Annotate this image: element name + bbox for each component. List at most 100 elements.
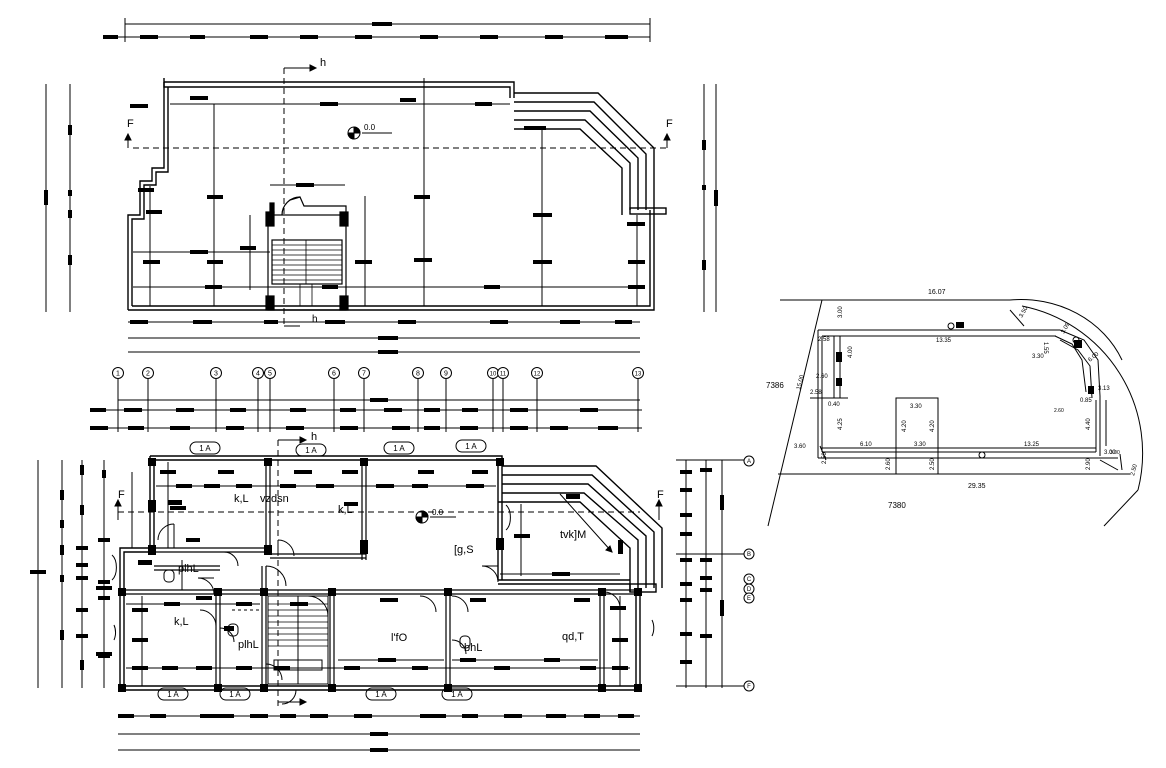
site-dim-350: 3.50: [1019, 305, 1030, 319]
top-level-marker-icon: [347, 126, 392, 140]
axis-label-c: C: [747, 577, 752, 583]
site-dim-440: 4.40: [1086, 418, 1092, 430]
axis-label-9: 9: [444, 371, 448, 378]
window-tag-6: 1 A: [229, 690, 241, 699]
grid-axis-letters: [743, 455, 755, 692]
ground-plan-stair: [265, 565, 329, 705]
top-plan-interior-dims: [130, 78, 645, 306]
room-label-2: vzdsn: [260, 493, 289, 505]
window-tag-3: 1 A: [393, 444, 405, 453]
top-cut-left-label: F: [127, 118, 134, 130]
axis-label-6: 6: [332, 371, 336, 378]
ground-cut-left-label: F: [118, 489, 125, 501]
site-dim-330c: 3.30: [914, 442, 926, 448]
window-tag-1: 1 A: [199, 444, 211, 453]
site-dim-bottom: 29.35: [968, 483, 986, 490]
window-tag-4: 1 A: [465, 442, 477, 451]
top-section-mark-bottom-label: h: [312, 314, 318, 325]
grid-axis-letter-labels: A B C D E F: [747, 459, 752, 690]
site-dim-155: 1.55: [1042, 342, 1048, 354]
room-label-5: tvk]M: [560, 529, 586, 541]
axis-label-2: 2: [146, 371, 150, 378]
site-dim-400: 4.00: [848, 346, 854, 358]
site-dim-1335: 13.35: [936, 338, 952, 344]
room-label-11: qd,T: [562, 631, 584, 643]
site-dim-420b: 4.20: [930, 420, 936, 432]
axis-label-11: 11: [500, 372, 507, 378]
axis-label-4: 4: [256, 371, 260, 378]
axis-label-3: 3: [214, 371, 218, 378]
top-plan-dimension-top: [103, 18, 651, 42]
grid-axis-row: [90, 367, 644, 432]
axis-label-5: 5: [268, 371, 272, 378]
room-label-4: [g,S: [454, 544, 474, 556]
site-dim-610: 6.10: [860, 442, 872, 448]
ground-section-mark-label: h: [311, 431, 317, 443]
ground-plan-fixtures: [163, 493, 613, 649]
ground-plan-interior-walls: [124, 460, 640, 686]
ground-window-tags: [157, 439, 487, 701]
top-plan-walls: [127, 78, 667, 311]
ground-plan-dimension-bottom: [118, 714, 640, 752]
top-plan-dimension-bottom: [128, 320, 640, 354]
site-dim-300c: 3.00: [1110, 450, 1120, 456]
site-bottom-label: 7380: [888, 501, 906, 510]
site-dim-290: 2.90: [1086, 458, 1092, 470]
room-label-1: k,L: [234, 493, 249, 505]
axis-label-13: 13: [635, 372, 642, 378]
ground-floor-plan: [30, 436, 755, 752]
site-dim-1325: 13.25: [1024, 442, 1040, 448]
site-dim-258: 2.58: [818, 337, 830, 343]
ground-cut-right-label: F: [657, 489, 664, 501]
axis-label-7: 7: [362, 371, 366, 378]
site-dim-040: 0.40: [828, 402, 840, 408]
site-dim-330a: 3.30: [1032, 354, 1044, 360]
axis-label-d: D: [747, 587, 752, 593]
site-dim-250a: 2.50: [822, 452, 828, 464]
site-dim-309: 3.09: [1061, 321, 1072, 335]
site-dim-260b: 2.60: [886, 458, 892, 470]
site-dim-250c: 2.50: [1130, 463, 1139, 476]
ground-plan-doors: [111, 504, 655, 655]
ground-level-marker-icon: [415, 510, 456, 524]
site-dim-250b: 2.50: [930, 458, 936, 470]
top-plan-dimension-right: [702, 84, 718, 312]
site-dim-1500: 15.00: [796, 374, 806, 391]
top-plan-section-h: [283, 64, 318, 327]
site-dim-300b: 3.00: [1104, 450, 1116, 456]
site-dim-260: 2.60: [816, 374, 828, 380]
ground-plan-walls: [119, 455, 663, 691]
window-tag-7: 1 A: [375, 690, 387, 699]
site-dim-330b: 3.30: [910, 404, 922, 410]
site-dim-260c: 2.60: [1054, 408, 1064, 414]
ground-plan-dimension-right: [676, 459, 745, 688]
window-tag-8: 1 A: [451, 690, 463, 699]
room-label-6: plhL: [178, 563, 199, 575]
window-tag-2: 1 A: [305, 446, 317, 455]
site-dim-360: 3.60: [794, 444, 806, 450]
axis-label-f: F: [747, 684, 751, 690]
axis-label-8: 8: [416, 371, 420, 378]
site-left-label: 7386: [766, 381, 784, 390]
site-dim-600: 6.00: [1087, 351, 1100, 364]
top-level-value: 0.0: [364, 123, 376, 132]
room-label-10: bhL: [464, 642, 482, 654]
site-dim-085: 0.85: [1080, 398, 1092, 404]
site-dim-313: 3.13: [1098, 386, 1110, 392]
ground-plan-text: h F F 0.0 1 A 1 A 1 A 1 A 1 A 1 A 1 A 1 …: [118, 431, 664, 699]
room-label-9: l'fO: [391, 632, 408, 644]
site-dim-420a: 4.20: [902, 420, 908, 432]
ground-plan-section-h: [277, 436, 308, 706]
axis-label-b: B: [747, 552, 751, 558]
site-plan: [767, 299, 1144, 527]
room-label-8: plhL: [238, 639, 259, 651]
grid-axis-numbers: 1 2 3 4 5 6 7 8 9 10 11 12 13: [116, 371, 642, 378]
top-section-mark-label: h: [320, 57, 326, 69]
axis-label-e: E: [747, 596, 751, 602]
axis-label-12: 12: [534, 372, 541, 378]
top-floor-plan: h h F F 0.0: [44, 18, 718, 354]
ground-plan-dimension-left: [30, 460, 110, 688]
site-dim-top: 16.07: [928, 289, 946, 296]
top-plan-dimension-left: [44, 84, 72, 312]
